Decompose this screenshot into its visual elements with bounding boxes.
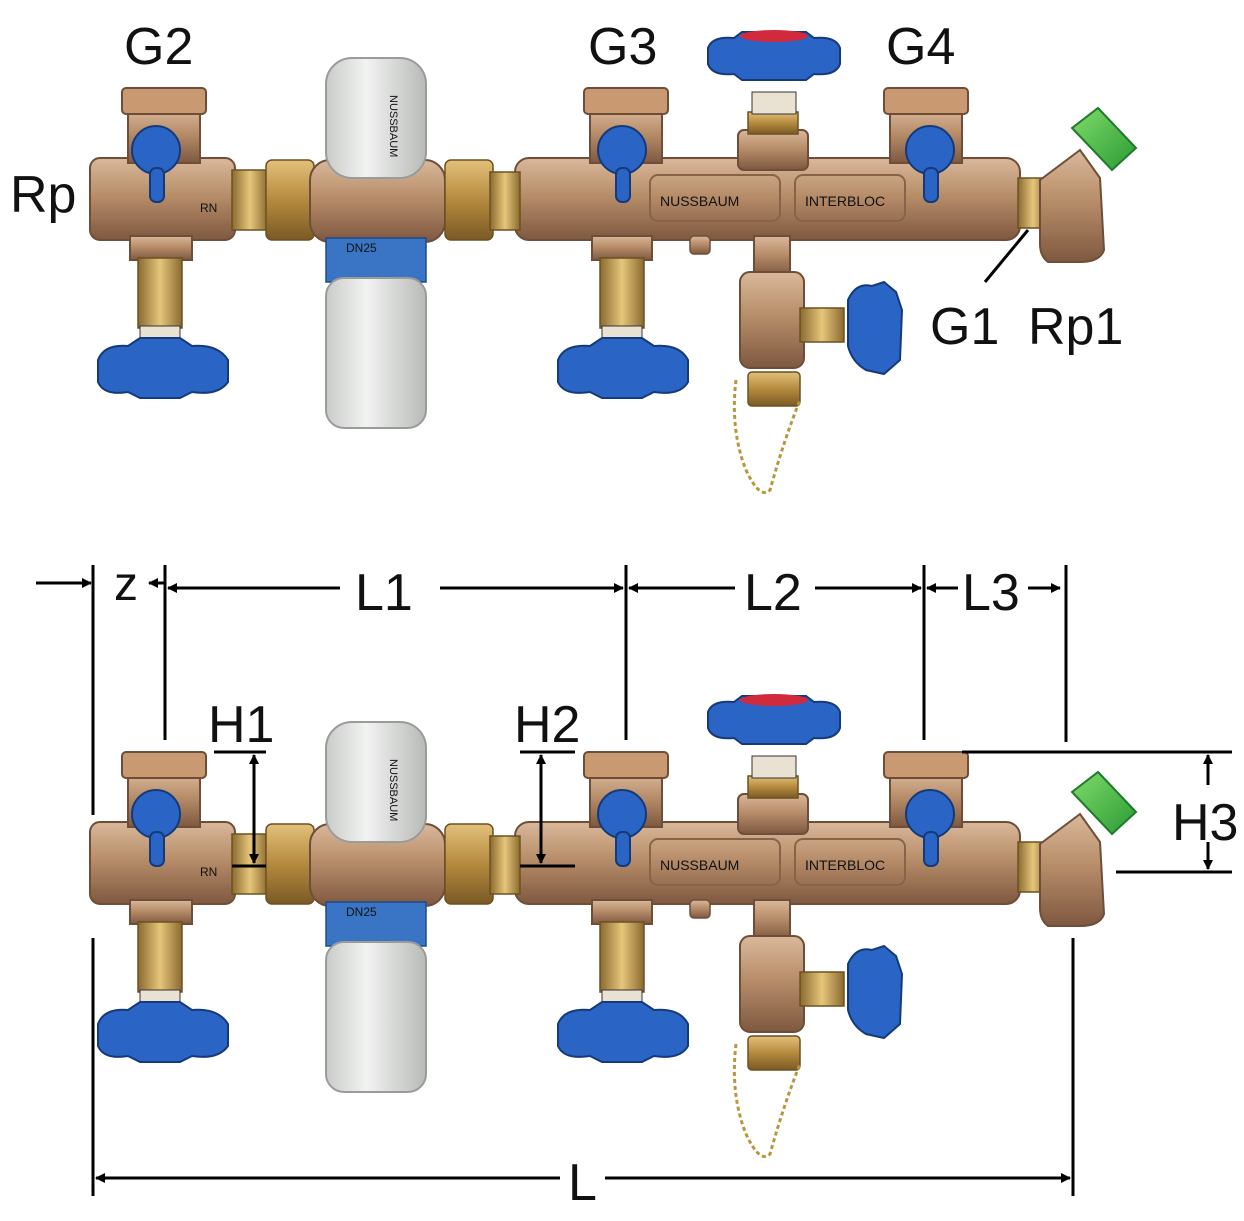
label-z: z bbox=[114, 558, 138, 611]
label-l1: L1 bbox=[355, 564, 413, 622]
dim-h2: H2 bbox=[514, 696, 580, 868]
bottom-manifold-illustration bbox=[88, 692, 1138, 1158]
stamp-rn-top: RN bbox=[200, 201, 217, 215]
stamp-dn-top: DN25 bbox=[346, 241, 377, 255]
dim-l1: L1 bbox=[167, 564, 624, 622]
dim-h1: H1 bbox=[208, 696, 274, 868]
stamp-brand-body-top: NUSSBAUM bbox=[660, 193, 739, 209]
dim-l: L bbox=[95, 1154, 1071, 1212]
label-h2: H2 bbox=[514, 696, 580, 754]
stamp-brand-filter-bottom: NUSSBAUM bbox=[387, 759, 399, 821]
dim-l3: L3 bbox=[926, 564, 1061, 622]
label-g4: G4 bbox=[886, 18, 955, 76]
label-h3: H3 bbox=[1172, 794, 1238, 852]
stamp-model-body-bottom: INTERBLOC bbox=[805, 857, 885, 873]
label-g1: G1 bbox=[930, 298, 999, 356]
stamp-rn-bottom: RN bbox=[200, 865, 217, 879]
label-h1: H1 bbox=[208, 696, 274, 754]
extension-lines bbox=[91, 565, 1075, 1196]
dim-l2: L2 bbox=[628, 564, 922, 622]
dim-h3: H3 bbox=[962, 750, 1238, 874]
label-l2: L2 bbox=[744, 564, 802, 622]
top-manifold-illustration bbox=[88, 28, 1138, 494]
leader-g1 bbox=[983, 229, 1030, 283]
label-g3: G3 bbox=[588, 18, 657, 76]
label-rp: Rp bbox=[10, 166, 76, 224]
stamp-brand-body-bottom: NUSSBAUM bbox=[660, 857, 739, 873]
dim-z: z bbox=[36, 558, 166, 611]
stamp-model-body-top: INTERBLOC bbox=[805, 193, 885, 209]
label-rp1: Rp1 bbox=[1028, 298, 1123, 356]
label-l3: L3 bbox=[962, 564, 1020, 622]
stamp-brand-filter-top: NUSSBAUM bbox=[387, 95, 399, 157]
label-g2: G2 bbox=[124, 18, 193, 76]
label-l: L bbox=[568, 1154, 597, 1212]
stamp-dn-bottom: DN25 bbox=[346, 905, 377, 919]
